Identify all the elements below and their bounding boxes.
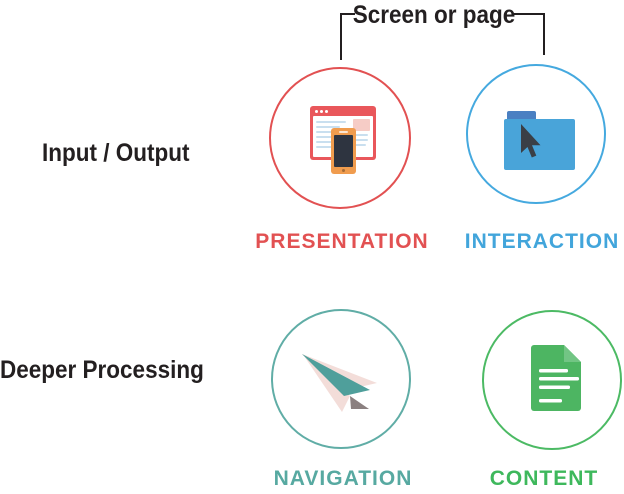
browser-text-line <box>353 134 368 136</box>
bracket-left-line <box>340 13 355 60</box>
browser-text-line <box>353 139 368 141</box>
navigation-circle <box>271 309 411 449</box>
browser-text-line <box>316 121 346 123</box>
presentation-circle <box>269 67 411 209</box>
phone-screen <box>334 135 353 167</box>
phone-speaker <box>339 131 348 133</box>
row-label-input-output: Input / Output <box>42 139 190 167</box>
folder-tab <box>507 111 536 121</box>
browser-text-line <box>316 146 336 148</box>
browser-text-line <box>316 141 342 143</box>
browser-pink-block <box>353 119 370 131</box>
interaction-circle <box>466 64 606 204</box>
browser-text-line <box>353 144 366 146</box>
label-content: CONTENT <box>489 467 599 490</box>
bracket-label: Screen or page <box>352 1 516 29</box>
browser-dot-icon <box>325 110 328 113</box>
row-label-deeper-processing: Deeper Processing <box>0 356 204 384</box>
content-circle <box>482 310 622 450</box>
browser-text-line <box>316 126 340 128</box>
phone-home-button <box>342 169 345 172</box>
paper-plane-icon <box>302 354 377 412</box>
browser-dot-icon <box>315 110 318 113</box>
document-icon <box>531 345 581 411</box>
cursor-arrow-icon <box>521 124 541 158</box>
label-presentation: PRESENTATION <box>255 230 429 253</box>
bracket-right-line <box>513 13 545 55</box>
smartphone-icon <box>331 128 356 174</box>
label-navigation: NAVIGATION <box>273 467 413 490</box>
label-interaction: INTERACTION <box>464 230 620 253</box>
browser-text-line <box>316 136 340 138</box>
browser-text-line <box>316 131 342 133</box>
browser-dot-icon <box>320 110 323 113</box>
